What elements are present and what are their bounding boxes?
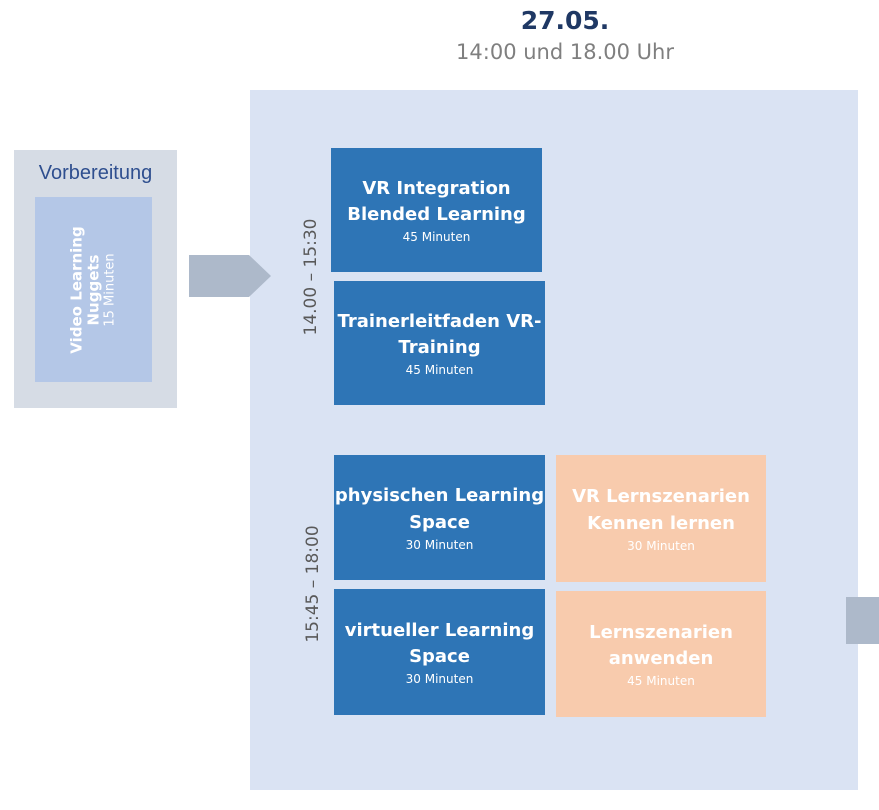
session-box-title: VR Integration Blended Learning — [347, 177, 526, 225]
session-box-title: Lernszenarien anwenden — [589, 621, 733, 669]
arrow-right-icon — [189, 255, 271, 297]
preparation-label: Vorbereitung — [38, 162, 153, 184]
session-1-time-label: 14.00 – 15:30 — [301, 218, 321, 336]
video-nuggets-box — [35, 197, 152, 382]
session-box-duration: 45 Minuten — [405, 363, 474, 378]
session-box-duration: 45 Minuten — [402, 230, 471, 245]
session-box-duration: 45 Minuten — [627, 674, 695, 689]
session-2-time-label: 15:45 – 18:00 — [303, 525, 323, 643]
session-box-title: physischen Learning Space — [334, 485, 545, 533]
video-nuggets-title: Video Learning Nuggets — [67, 226, 103, 354]
session-box-title: virtueller Learning Space — [344, 619, 535, 667]
session-box-vr-integration: VR Integration Blended Learning 45 Minut… — [331, 148, 542, 272]
session-box-duration: 30 Minuten — [627, 538, 695, 553]
session-box-lernszenarien-anwenden: Lernszenarien anwenden 45 Minuten — [556, 591, 766, 717]
session-box-vr-lernszenarien: VR Lernszenarien Kennen lernen 30 Minute… — [556, 455, 766, 582]
video-nuggets-text: Video Learning Nuggets 15 Minuten — [67, 200, 117, 380]
session-box-trainerleitfaden: Trainerleitfaden VR-Training 45 Minuten — [334, 281, 545, 405]
session-box-virtueller-space: virtueller Learning Space 30 Minuten — [334, 589, 545, 715]
time-subtitle: 14:00 und 18.00 Uhr — [456, 40, 674, 64]
side-tab-marker — [846, 597, 879, 644]
session-box-duration: 30 Minuten — [405, 672, 474, 687]
session-box-title: Trainerleitfaden VR-Training — [337, 310, 542, 358]
video-nuggets-duration: 15 Minuten — [101, 253, 117, 327]
session-box-duration: 30 Minuten — [405, 537, 474, 552]
session-box-physischen-space: physischen Learning Space 30 Minuten — [334, 455, 545, 580]
session-box-title: VR Lernszenarien Kennen lernen — [572, 486, 750, 534]
date-title: 27.05. — [520, 6, 610, 35]
